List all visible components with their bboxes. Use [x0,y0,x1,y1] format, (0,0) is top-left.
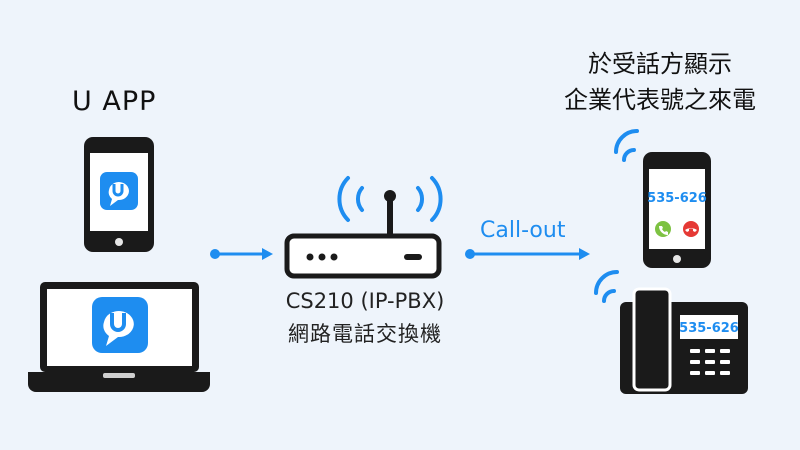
u-app-icon [92,297,148,353]
desk-display-number: 535-626 [679,321,739,336]
pbx-model-label: CS210 (IP-PBX) [285,289,445,313]
wifi-icon [614,129,639,162]
desk-phone: 535-626 [620,287,748,394]
smartphone-device [84,137,154,252]
u-app-icon [100,172,138,210]
router-icon [284,176,443,279]
callout-arrow-icon [465,248,590,260]
u-app-label: U APP [72,86,157,117]
receiver-label-line2: 企業代表號之來電 [564,86,756,114]
receiving-mobile-phone: 535-626 [643,152,711,268]
pbx-description-label: 網路電話交換機 [288,322,442,346]
wifi-icon [594,270,619,303]
laptop-device [28,282,210,392]
mobile-display-number: 535-626 [647,191,707,206]
answer-icon [655,221,671,237]
keypad [690,349,730,375]
arrow-icon [210,248,273,260]
receiver-label-line1: 於受話方顯示 [588,50,732,78]
callout-label: Call-out [480,218,566,243]
decline-icon [683,221,699,237]
